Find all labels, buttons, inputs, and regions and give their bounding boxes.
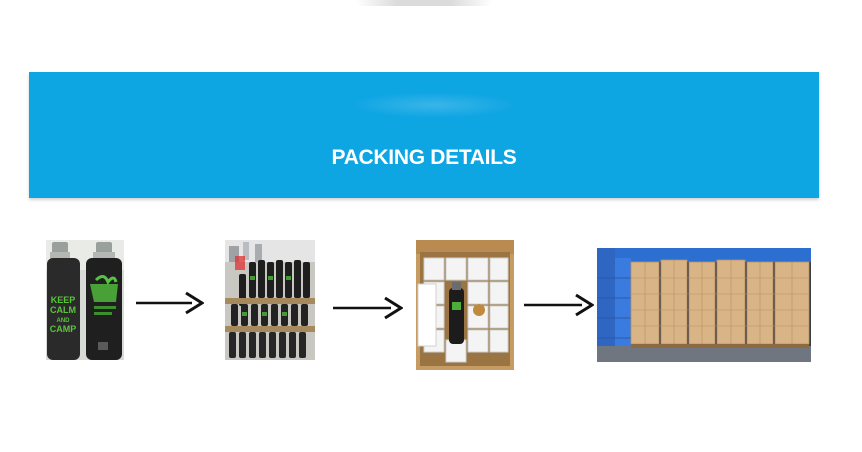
arrow-right-icon <box>524 293 594 317</box>
bottle-text-4: CAMP <box>50 324 77 334</box>
bottle-text-2: CALM <box>50 305 76 315</box>
bottle-rack-image <box>225 240 315 360</box>
carton-box-photo <box>416 240 514 370</box>
packing-banner: PACKING DETAILS <box>29 72 819 198</box>
arrow-right-icon <box>136 291 204 315</box>
banner-title: PACKING DETAILS <box>331 146 517 169</box>
arrow-right-icon <box>333 296 403 320</box>
bottle-rack-photo <box>225 240 315 360</box>
bottle-text-1: KEEP <box>51 295 76 305</box>
bottles-image: KEEP CALM AND CAMP <box>46 240 124 360</box>
warehouse-image <box>597 248 811 362</box>
top-faint-watermark <box>356 0 492 6</box>
carton-box-image <box>416 240 514 370</box>
banner-watermark <box>349 92 519 118</box>
bottles-photo: KEEP CALM AND CAMP <box>46 240 124 360</box>
bottle-text-3: AND <box>57 318 71 324</box>
warehouse-photo <box>597 248 811 362</box>
